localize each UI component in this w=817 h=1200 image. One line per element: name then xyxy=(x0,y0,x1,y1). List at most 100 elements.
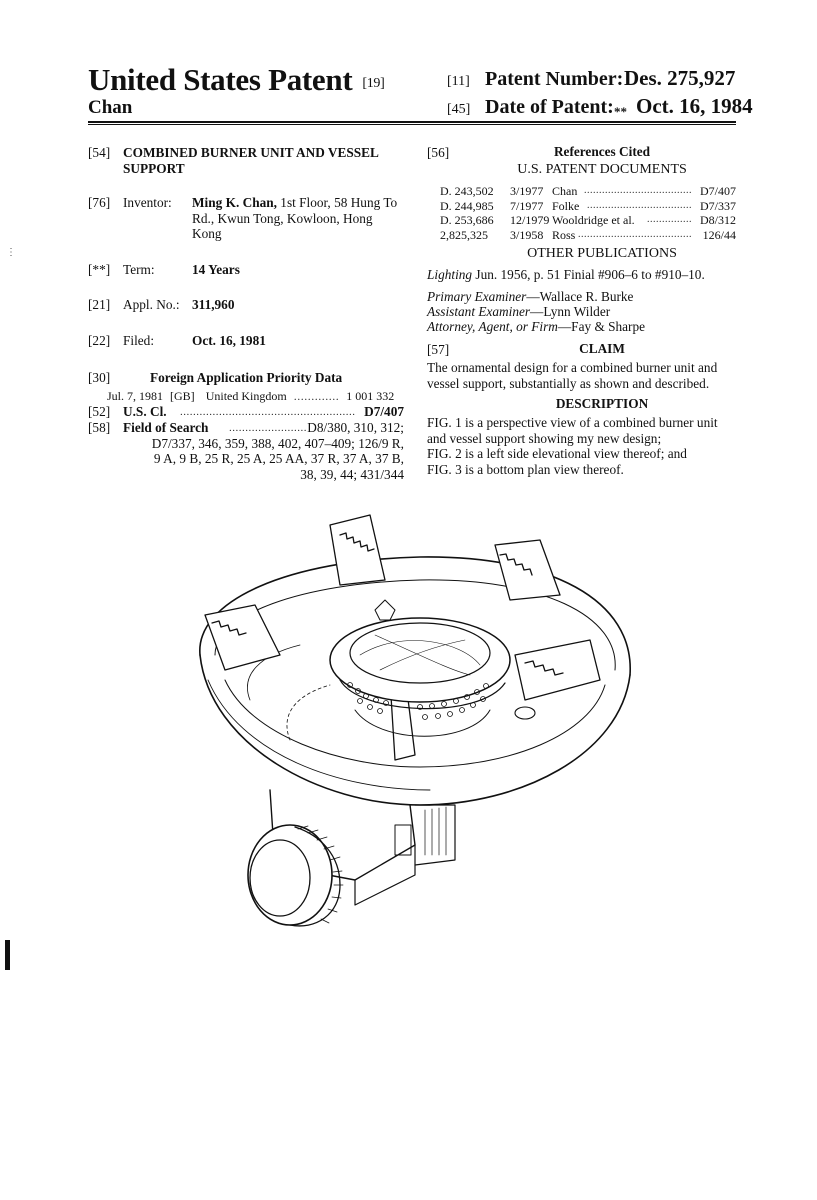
attorney: Attorney, Agent, or Firm—Fay & Sharpe xyxy=(427,319,645,335)
patent-number: Des. 275,927 xyxy=(624,66,736,90)
attorney-value: —Fay & Sharpe xyxy=(557,319,646,334)
term-code: [**] xyxy=(88,262,111,277)
description-heading: DESCRIPTION xyxy=(555,396,649,411)
reference-row: D. 243,502 3/1977 Chan....................… xyxy=(440,184,736,199)
patent-number-label: Patent Number: xyxy=(485,68,624,90)
pan-support-front-right xyxy=(514,639,601,701)
fig3-ref: FIG. 3 xyxy=(427,461,462,477)
foreign-heading: Foreign Application Priority Data xyxy=(150,370,343,385)
uscl-label: U.S. Cl. xyxy=(123,404,167,419)
appl-value: 311,960 xyxy=(192,297,235,312)
patent-number-row: [11] Patent Number: xyxy=(447,68,623,91)
patent-number-value-wrap: Des. 275,927 xyxy=(624,66,735,91)
patent-title-text: United States Patent xyxy=(88,62,353,97)
reference-name: Chan xyxy=(552,184,578,198)
filed-code: [22] xyxy=(88,333,111,348)
pan-support-right xyxy=(494,539,561,601)
inventor-address-2: Rd., Kwun Tong, Kowloon, Hong xyxy=(192,210,373,226)
reference-date: 3/1958 xyxy=(510,227,544,242)
filed-label: Filed: xyxy=(123,333,155,348)
invention-title: COMBINED BURNER UNIT AND VESSEL SUPPORT xyxy=(123,145,423,176)
reference-row: 2,825,325 3/1958 Ross.....................… xyxy=(440,228,736,243)
search-line3: 9 A, 9 B, 25 R, 25 A, 25 AA, 37 R, 37 A,… xyxy=(153,451,404,466)
reference-date: 3/1977 xyxy=(510,184,544,198)
claim-text-1: The ornamental design for a combined bur… xyxy=(427,360,718,375)
uscl-value: D7/407 xyxy=(364,404,404,419)
reference-number: D. 253,686 xyxy=(440,213,494,227)
search-line4: 38, 39, 44; 431/344 xyxy=(300,466,404,482)
primary-examiner-value: —Wallace R. Burke xyxy=(526,289,634,304)
invention-title-line1: COMBINED BURNER UNIT AND VESSEL xyxy=(123,145,379,160)
burner-unit-drawing xyxy=(199,514,631,927)
claim-text-2: vessel support, substantially as shown a… xyxy=(427,375,710,391)
fig1-desc-2: and vessel support showing my new design… xyxy=(427,430,662,446)
foreign-date: Jul. 7, 1981 xyxy=(107,389,164,403)
pan-support-back xyxy=(329,514,386,586)
other-pub: Lighting Jun. 1956, p. 51 Finial #906–6 … xyxy=(427,267,705,283)
search-line1: D8/380, 310, 312; xyxy=(307,420,404,435)
margin-mark-top: ⋮ xyxy=(6,247,16,258)
reference-dots: ...................................... xyxy=(578,228,692,240)
uscl-code: [52] xyxy=(88,404,111,419)
reference-class: D7/337 xyxy=(700,198,736,213)
ignition-hole xyxy=(514,706,536,720)
reference-name: Wooldridge et al. xyxy=(552,213,635,227)
header-rule-thick xyxy=(88,121,736,123)
burner-head xyxy=(329,617,511,737)
description-text: FIG. 1 is a perspective view of a combin… xyxy=(427,415,718,477)
fig3-desc: is a bottom plan view thereof. xyxy=(461,461,624,477)
reference-number: D. 243,502 xyxy=(440,184,494,198)
term-label: Term: xyxy=(123,262,155,277)
foreign-number: 1 001 332 xyxy=(346,389,395,403)
search-code: [58] xyxy=(88,420,111,435)
other-pubs-heading: OTHER PUBLICATIONS xyxy=(527,246,677,261)
burner-holes xyxy=(347,682,489,720)
refs-code: [56] xyxy=(427,145,450,160)
filed-value: Oct. 16, 1981 xyxy=(192,333,266,348)
assistant-examiner-label: Assistant Examiner xyxy=(427,304,531,319)
other-pub-rest: Jun. 1956, p. 51 Finial #906–6 to #910–1… xyxy=(472,267,705,282)
patent-title: United States Patent[19] xyxy=(88,62,385,98)
inventor-address-1: 1st Floor, 58 Hung To xyxy=(276,195,398,210)
inventor-address-3: Kong xyxy=(192,226,222,241)
references-table: D. 243,502 3/1977 Chan....................… xyxy=(440,184,736,242)
claim-heading: CLAIM xyxy=(579,341,625,356)
other-pub-italic: Lighting xyxy=(427,267,473,282)
inventor-label: Inventor: xyxy=(123,195,172,210)
primary-examiner-label: Primary Examiner xyxy=(427,289,527,304)
foreign-priority-row: Jul. 7, 1981 [GB] United Kingdom .......… xyxy=(107,389,394,405)
search-dots: ........................ xyxy=(229,422,307,434)
reference-number: 2,825,325 xyxy=(440,227,488,242)
fig1-desc: is a perspective view of a combined burn… xyxy=(461,415,718,430)
reference-class: 126/44 xyxy=(702,227,736,242)
primary-examiner: Primary Examiner—Wallace R. Burke xyxy=(427,289,633,305)
assistant-examiner-value: —Lynn Wilder xyxy=(530,304,611,319)
inventor-value: Ming K. Chan, 1st Floor, 58 Hung To Rd.,… xyxy=(192,195,492,242)
foreign-country-code: [GB] xyxy=(170,389,195,403)
reference-dots: .................................... xyxy=(584,185,692,196)
reference-dots: ............... xyxy=(647,214,692,225)
attorney-label: Attorney, Agent, or Firm xyxy=(427,319,558,334)
assistant-examiner: Assistant Examiner—Lynn Wilder xyxy=(427,304,610,320)
search-label: Field of Search xyxy=(123,420,209,435)
appl-code: [21] xyxy=(88,297,111,312)
foreign-dots: ............. xyxy=(293,389,340,403)
appl-label: Appl. No.: xyxy=(123,297,180,312)
margin-mark-bottom xyxy=(5,940,10,970)
reference-name: Ross xyxy=(552,227,576,242)
patent-number-code: [11] xyxy=(447,74,470,89)
foreign-country: United Kingdom xyxy=(205,389,287,403)
fig1-ref: FIG. 1 xyxy=(427,415,462,430)
inventor-code: [76] xyxy=(88,195,111,210)
invention-title-line2: SUPPORT xyxy=(123,160,185,176)
us-docs-heading: U.S. PATENT DOCUMENTS xyxy=(517,162,687,177)
header-rule-thin xyxy=(88,124,736,125)
reference-class: D8/312 xyxy=(700,213,736,227)
search-line2: D7/337, 346, 359, 388, 402, 407–409; 126… xyxy=(151,435,404,451)
refs-heading: References Cited xyxy=(553,144,651,159)
date-label: Date of Patent: xyxy=(485,96,614,118)
igniter xyxy=(374,599,396,621)
term-value: 14 Years xyxy=(192,262,240,277)
inventor-surname: Chan xyxy=(88,97,133,118)
